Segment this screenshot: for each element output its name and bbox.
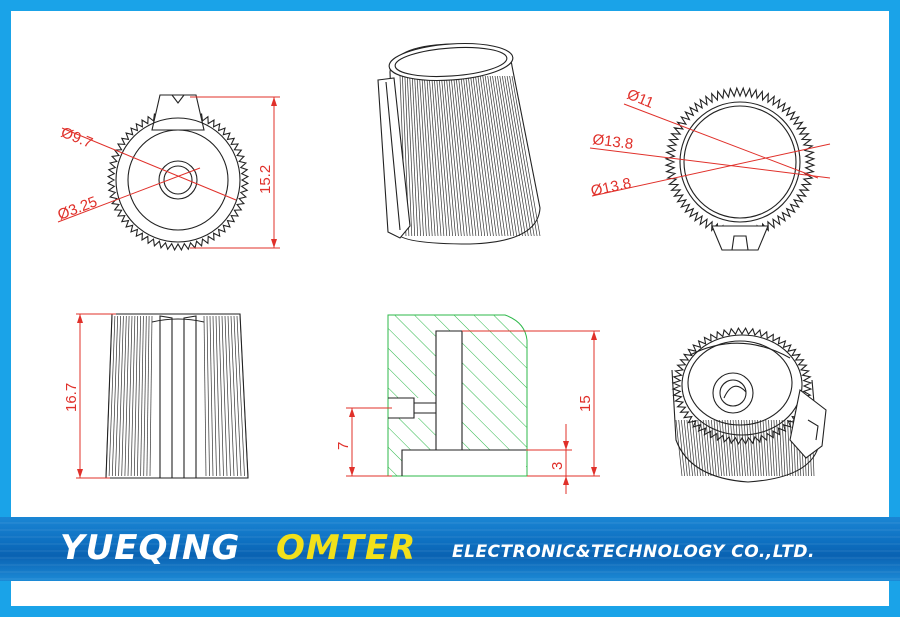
knurled-ring	[671, 326, 813, 446]
brand-name-yellow: OMTER	[276, 528, 417, 568]
dim-height-15-2: 15.2	[257, 165, 274, 194]
pointer-tab	[151, 94, 205, 131]
view-front-top-left: Ø9.7 Ø3.25 15.2	[55, 94, 280, 252]
view-isometric	[377, 42, 541, 245]
brand-name-white: YUEQING	[60, 528, 241, 568]
dim-diameter-11: Ø11	[625, 86, 657, 112]
company-banner: YUEQING OMTER ELECTRONIC&TECHNOLOGY CO.,…	[0, 517, 900, 581]
dim-diameter-3-25: Ø3.25	[55, 193, 99, 224]
pointer-ridge	[377, 77, 411, 239]
company-name: ELECTRONIC&TECHNOLOGY CO.,LTD.	[452, 542, 815, 562]
knurled-ring	[106, 108, 250, 252]
view-side-bottom-left: 16.7	[63, 313, 249, 479]
dim-diameter-13-8-b: Ø13.8	[589, 175, 633, 200]
dim-diameter-13-8-a: Ø13.8	[592, 131, 635, 153]
knurled-side	[105, 315, 249, 477]
knurled-side	[399, 75, 541, 237]
dim-height-15: 15	[577, 395, 594, 412]
dim-height-7: 7	[335, 442, 352, 450]
dim-diameter-9-7: Ø9.7	[59, 124, 96, 152]
pointer-tab	[789, 389, 827, 459]
dim-height-16-7: 16.7	[63, 383, 80, 412]
view-section: 15 7 3	[335, 314, 600, 494]
dim-depth-3: 3	[549, 462, 566, 470]
view-back-top-right: Ø11 Ø13.8 Ø13.8	[589, 86, 831, 251]
pointer-tab	[711, 225, 769, 251]
knurled-ring	[664, 86, 816, 238]
view-isometric-back	[671, 326, 827, 483]
